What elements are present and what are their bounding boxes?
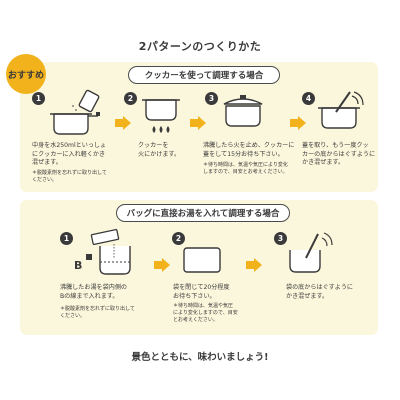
step-1-note: ＊脱酸素剤を忘れずに取り出して ください。: [60, 306, 135, 319]
step-3-number: 3: [274, 232, 287, 245]
step-1-number: 1: [60, 232, 73, 245]
step-2-text: 袋を閉じて20分程度 お待ち下さい。: [173, 284, 230, 300]
page-title: 2パターンのつくりかた: [138, 40, 262, 53]
stirring-bag-icon: [289, 232, 333, 273]
step-2-text: クッカーを 火にかけます。: [138, 142, 181, 158]
pot-on-fire-icon: [142, 99, 180, 133]
closed-bag-icon: [183, 247, 221, 273]
step-4-text: 蓋を取り、もう一度クッ カーの底からはぐすように かき混ぜます。: [302, 142, 376, 167]
step-3-note: ＊待ち時間は、気温や気圧により変化 しますので、目安とお考えください。: [203, 162, 288, 175]
step-2-number: 2: [124, 92, 137, 105]
recommended-badge: おすすめ: [6, 54, 46, 94]
arrow-icon: [154, 258, 170, 272]
step-1-text: 中身を水250mlといっしょ にクッカーに入れ軽くかき 混ぜます。: [32, 142, 107, 167]
bag-method-panel: バッグに直接お湯を入れて調理する場合 1 B 沸騰したお湯を袋内側の Bの線まで…: [20, 200, 378, 335]
step-1-number: 1: [32, 92, 45, 105]
step-3-text: 沸騰したら火を止め、クッカーに 蓋をして15分お待ち下さい。: [203, 142, 295, 158]
lidded-pot-icon: [223, 95, 263, 127]
b-line-marker: B: [74, 259, 83, 272]
step-2-note: ＊待ち時間は、気温や気圧 により変化しますので、目安 とお考えください。: [173, 303, 238, 323]
arrow-icon: [246, 258, 262, 272]
step-2-number: 2: [172, 232, 185, 245]
cooker-method-heading: クッカーを使って調理する場合: [128, 66, 280, 84]
pot-with-pouch-icon: [50, 89, 100, 135]
step-1-text: 沸騰したお湯を袋内側の Bの線まで入れます。: [60, 284, 128, 300]
footer-message: 景色とともに、味わいましょう!: [131, 352, 269, 363]
cooker-method-panel: クッカーを使って調理する場合 1 中身を水250mlといっしょ にクッカーに入れ…: [20, 62, 378, 192]
stirring-pot-icon: [318, 91, 364, 129]
pouring-bag-icon: [86, 228, 131, 275]
step-1-note: ＊脱酸素剤を忘れずに取り出して ください。: [32, 170, 107, 183]
arrow-icon: [290, 116, 306, 130]
bag-method-heading: バッグに直接お湯を入れて調理する場合: [116, 204, 290, 222]
step-4-number: 4: [302, 92, 315, 105]
arrow-icon: [190, 116, 206, 130]
step-3-number: 3: [205, 92, 218, 105]
arrow-icon: [115, 116, 131, 130]
step-3-text: 袋の底からはぐすように かき混ぜます。: [286, 284, 354, 300]
